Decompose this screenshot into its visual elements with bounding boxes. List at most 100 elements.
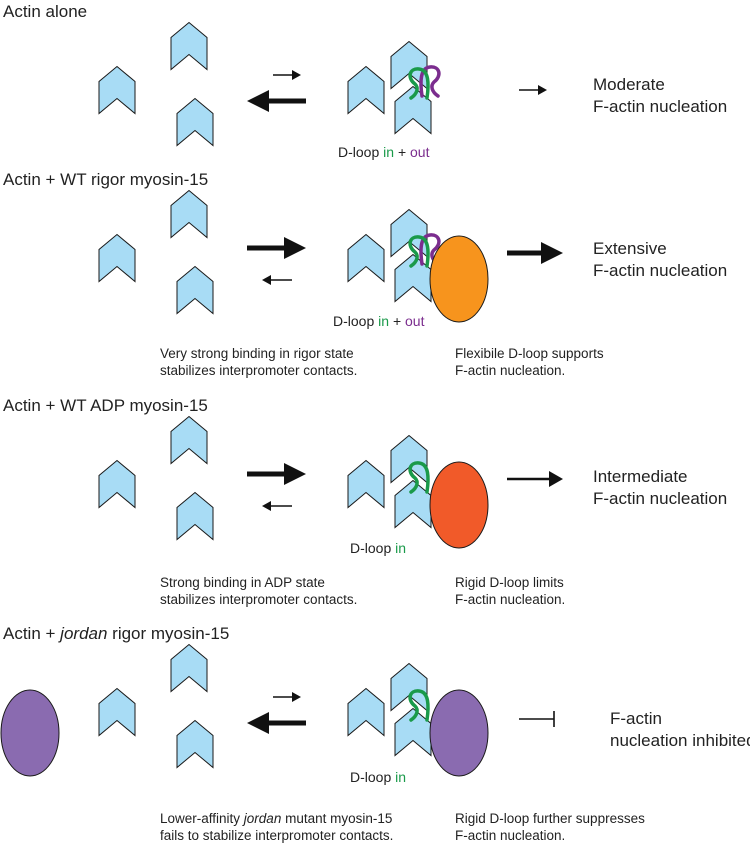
panel-3-dloop-label: D-loop in xyxy=(350,540,406,556)
actin-monomer xyxy=(394,85,432,135)
actin-monomer xyxy=(390,434,428,484)
reverse-arrow-large-head xyxy=(247,90,269,112)
title-italic: jordan xyxy=(60,624,108,643)
reverse-arrow-small-head xyxy=(262,501,271,511)
dloop-in-loop xyxy=(408,235,430,268)
panel-4-title: Actin + jordan rigor myosin-15 xyxy=(3,624,229,644)
forward-arrow-small-head xyxy=(292,692,301,702)
note-line: stabilizes interpromoter contacts. xyxy=(160,592,358,607)
panel-1-result: Moderate F-actin nucleation xyxy=(593,74,727,118)
reverse-arrow-large-head xyxy=(247,712,269,734)
note-line: Rigid D-loop further suppresses xyxy=(455,811,645,826)
dloop-out-loop xyxy=(419,233,441,266)
dloop-text: D-loop xyxy=(350,769,392,785)
dloop-in-text: in xyxy=(383,144,395,160)
panel-4-note-left: Lower-affinity jordan mutant myosin-15 f… xyxy=(160,810,393,844)
panel-2-result-line1: Extensive xyxy=(593,239,667,258)
myosin-15-head xyxy=(429,689,489,777)
actin-monomer xyxy=(170,21,208,71)
outcome-arrow-head xyxy=(541,242,563,264)
actin-monomer xyxy=(170,643,208,693)
actin-monomer xyxy=(176,265,214,315)
dloop-in-loop xyxy=(408,67,430,100)
myosin-15-head xyxy=(429,461,489,549)
note-line: Strong binding in ADP state xyxy=(160,575,325,590)
actin-monomer xyxy=(394,707,432,757)
panel-4-result: F-actin nucleation inhibited xyxy=(610,708,750,752)
dloop-in-loop xyxy=(408,689,430,722)
panel-3-result: Intermediate F-actin nucleation xyxy=(593,466,727,510)
panel-2-result: Extensive F-actin nucleation xyxy=(593,238,727,282)
forward-arrow-large-head xyxy=(284,463,306,485)
panel-3-note-left: Strong binding in ADP state stabilizes i… xyxy=(160,574,357,608)
panel-2-dloop-label: D-loop in + out xyxy=(333,313,424,329)
dloop-in-loop xyxy=(408,461,430,494)
actin-monomer xyxy=(176,491,214,541)
dloop-in-text: in xyxy=(395,769,407,785)
panel-2-note-left: Very strong binding in rigor state stabi… xyxy=(160,345,357,379)
note-line: F-actin nucleation. xyxy=(455,828,566,843)
note-line: Lower-affinity jordan mutant myosin-15 xyxy=(160,810,393,827)
title-part: Actin + xyxy=(3,624,61,643)
panel-3-result-line2: F-actin nucleation xyxy=(593,489,728,508)
actin-monomer xyxy=(98,65,136,115)
actin-monomer xyxy=(347,65,385,115)
reverse-arrow-small-head xyxy=(262,275,271,285)
panel-1-dloop-label: D-loop in + out xyxy=(338,144,429,160)
panel-3-note-right: Rigid D-loop limits F-actin nucleation. xyxy=(455,574,565,608)
actin-monomer xyxy=(176,719,214,769)
panel-1-title: Actin alone xyxy=(3,2,88,21)
actin-monomer xyxy=(176,97,214,147)
dloop-out-text: out xyxy=(405,313,425,329)
dloop-text: D-loop xyxy=(338,144,380,160)
note-line: Very strong binding in rigor state xyxy=(160,346,354,361)
actin-monomer xyxy=(98,687,136,737)
note-line: Flexibile D-loop supports xyxy=(455,346,604,361)
title-part: rigor myosin-15 xyxy=(107,624,230,643)
actin-monomer xyxy=(98,233,136,283)
note-italic: jordan xyxy=(243,811,282,826)
panel-4-result-line2: nucleation inhibited xyxy=(610,731,750,750)
actin-monomer xyxy=(394,253,432,303)
dloop-out-loop xyxy=(419,65,441,98)
note-line: fails to stabilize interpromoter contact… xyxy=(160,828,394,843)
forward-arrow-large-head xyxy=(284,237,306,259)
actin-monomer xyxy=(347,459,385,509)
panel-4-dloop-label: D-loop in xyxy=(350,769,406,785)
outcome-arrow-head xyxy=(538,85,547,95)
note-line: F-actin nucleation. xyxy=(455,363,566,378)
panel-4-note-right: Rigid D-loop further suppresses F-actin … xyxy=(455,810,645,844)
panel-1-result-line1: Moderate xyxy=(593,75,665,94)
panel-2-result-line2: F-actin nucleation xyxy=(593,261,728,280)
panel-3-result-line1: Intermediate xyxy=(593,467,688,486)
dloop-text: D-loop xyxy=(333,313,375,329)
actin-monomer xyxy=(347,233,385,283)
actin-monomer xyxy=(170,189,208,239)
note-line: F-actin nucleation. xyxy=(455,592,566,607)
panel-2-note-right: Flexibile D-loop supports F-actin nuclea… xyxy=(455,345,604,379)
note-line: stabilizes interpromoter contacts. xyxy=(160,363,358,378)
actin-monomer xyxy=(347,687,385,737)
dloop-in-text: in xyxy=(378,313,390,329)
myosin-15-head xyxy=(429,235,489,323)
actin-monomer xyxy=(390,662,428,712)
dloop-in-text: in xyxy=(395,540,407,556)
forward-arrow-small-head xyxy=(292,70,301,80)
dloop-text: D-loop xyxy=(350,540,392,556)
dloop-plus-text: + xyxy=(392,313,402,329)
actin-monomer xyxy=(170,415,208,465)
dloop-plus-text: + xyxy=(397,144,407,160)
myosin-15-free xyxy=(0,689,60,777)
note-text: Lower-affinity xyxy=(160,811,244,826)
actin-monomer xyxy=(394,479,432,529)
panel-2-title: Actin + WT rigor myosin-15 xyxy=(3,170,209,189)
outcome-arrow-head xyxy=(549,471,563,487)
note-text: mutant myosin-15 xyxy=(281,811,393,826)
actin-monomer xyxy=(98,459,136,509)
dloop-out-text: out xyxy=(410,144,430,160)
panel-1-result-line2: F-actin nucleation xyxy=(593,97,728,116)
panel-3-title: Actin + WT ADP myosin-15 xyxy=(3,396,208,415)
note-line: Rigid D-loop limits xyxy=(455,575,564,590)
panel-4-result-line1: F-actin xyxy=(610,709,662,728)
